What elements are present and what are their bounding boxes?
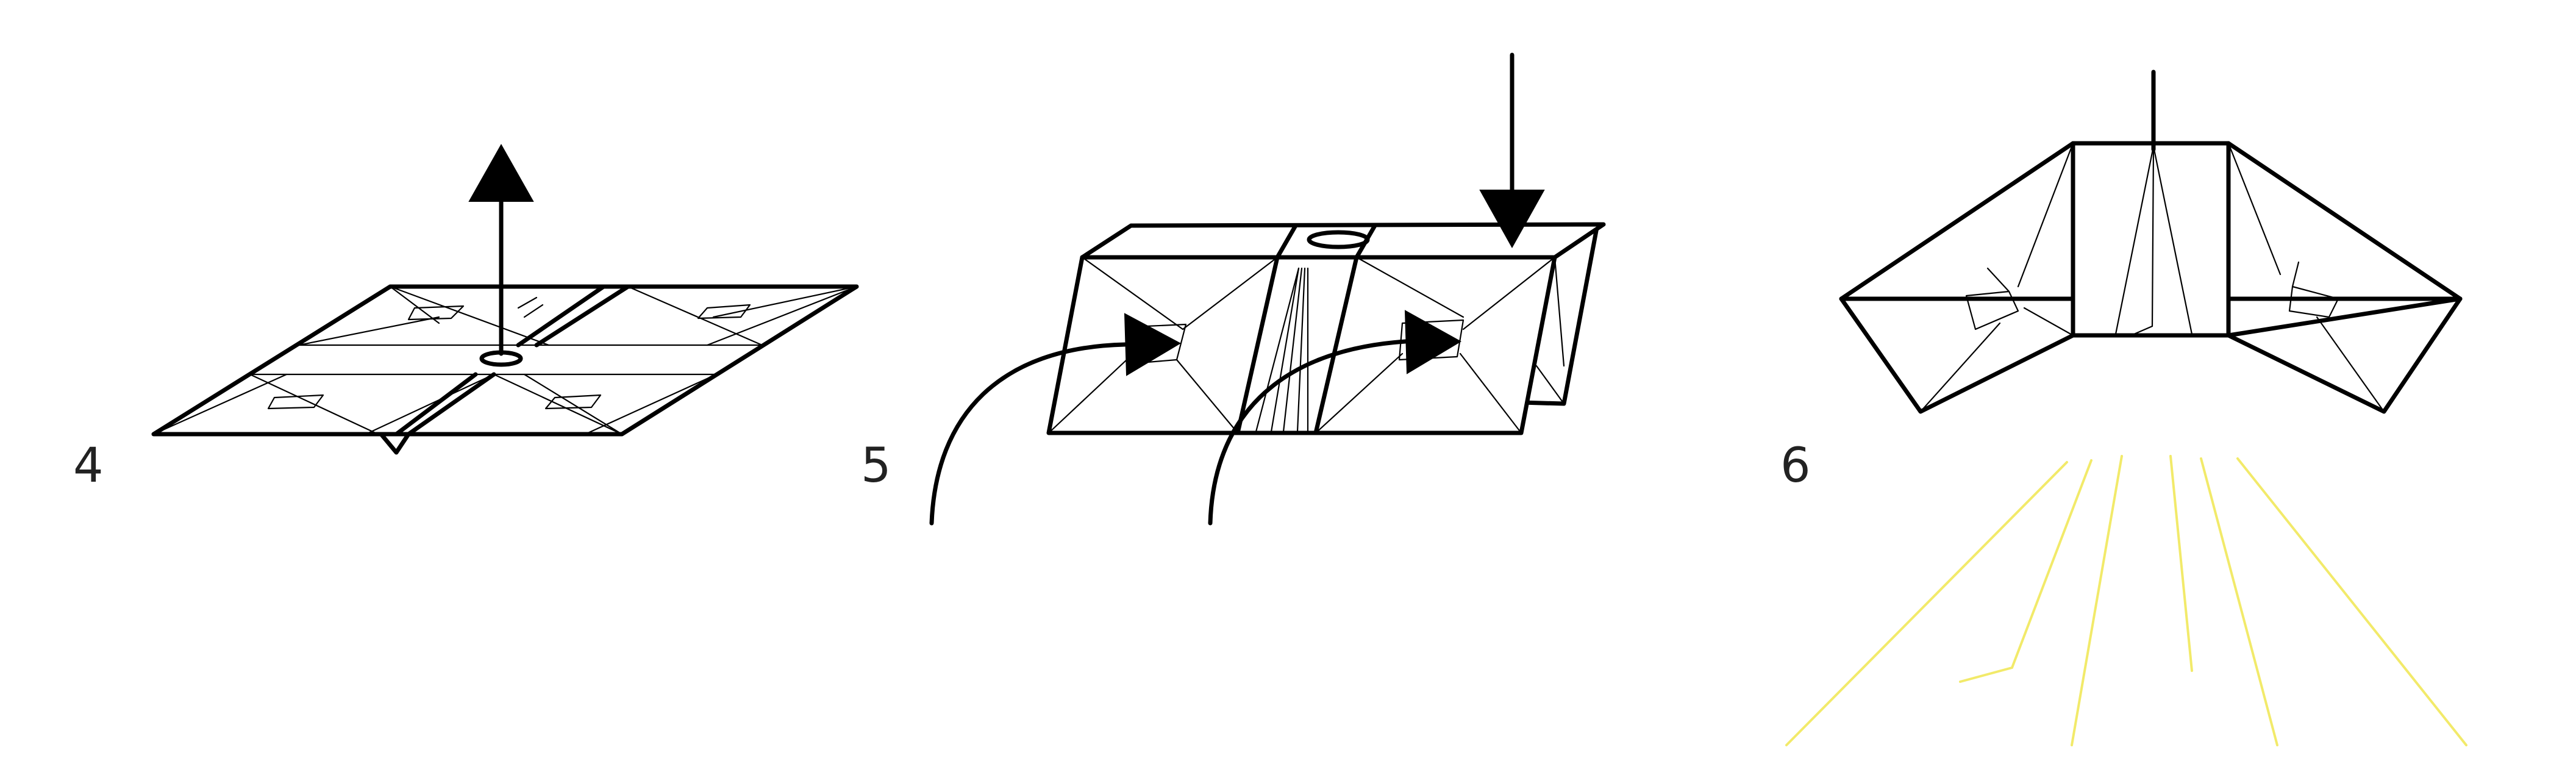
arrow-up-icon [468, 143, 534, 202]
step-number-4: 4 [73, 438, 104, 493]
step-6-light-rays [1785, 455, 2467, 746]
step-6-diagram: 6 [1780, 70, 2467, 746]
step-4-diagram: 4 [73, 143, 859, 493]
step-5-diagram: 5 [861, 52, 1606, 526]
step-6-right-wing [2226, 141, 2463, 414]
step-number-5: 5 [861, 438, 891, 493]
curved-arrow-icon [1124, 313, 1182, 376]
step-4-slit-flap [379, 432, 411, 455]
step-5-top-face [1080, 222, 1606, 260]
step-5-hole [1307, 230, 1370, 249]
step-6-center-panel [2071, 141, 2231, 338]
arrow-down-icon [1479, 190, 1545, 249]
curved-arrow-icon-2 [1404, 310, 1462, 374]
step-number-6: 6 [1780, 438, 1811, 493]
